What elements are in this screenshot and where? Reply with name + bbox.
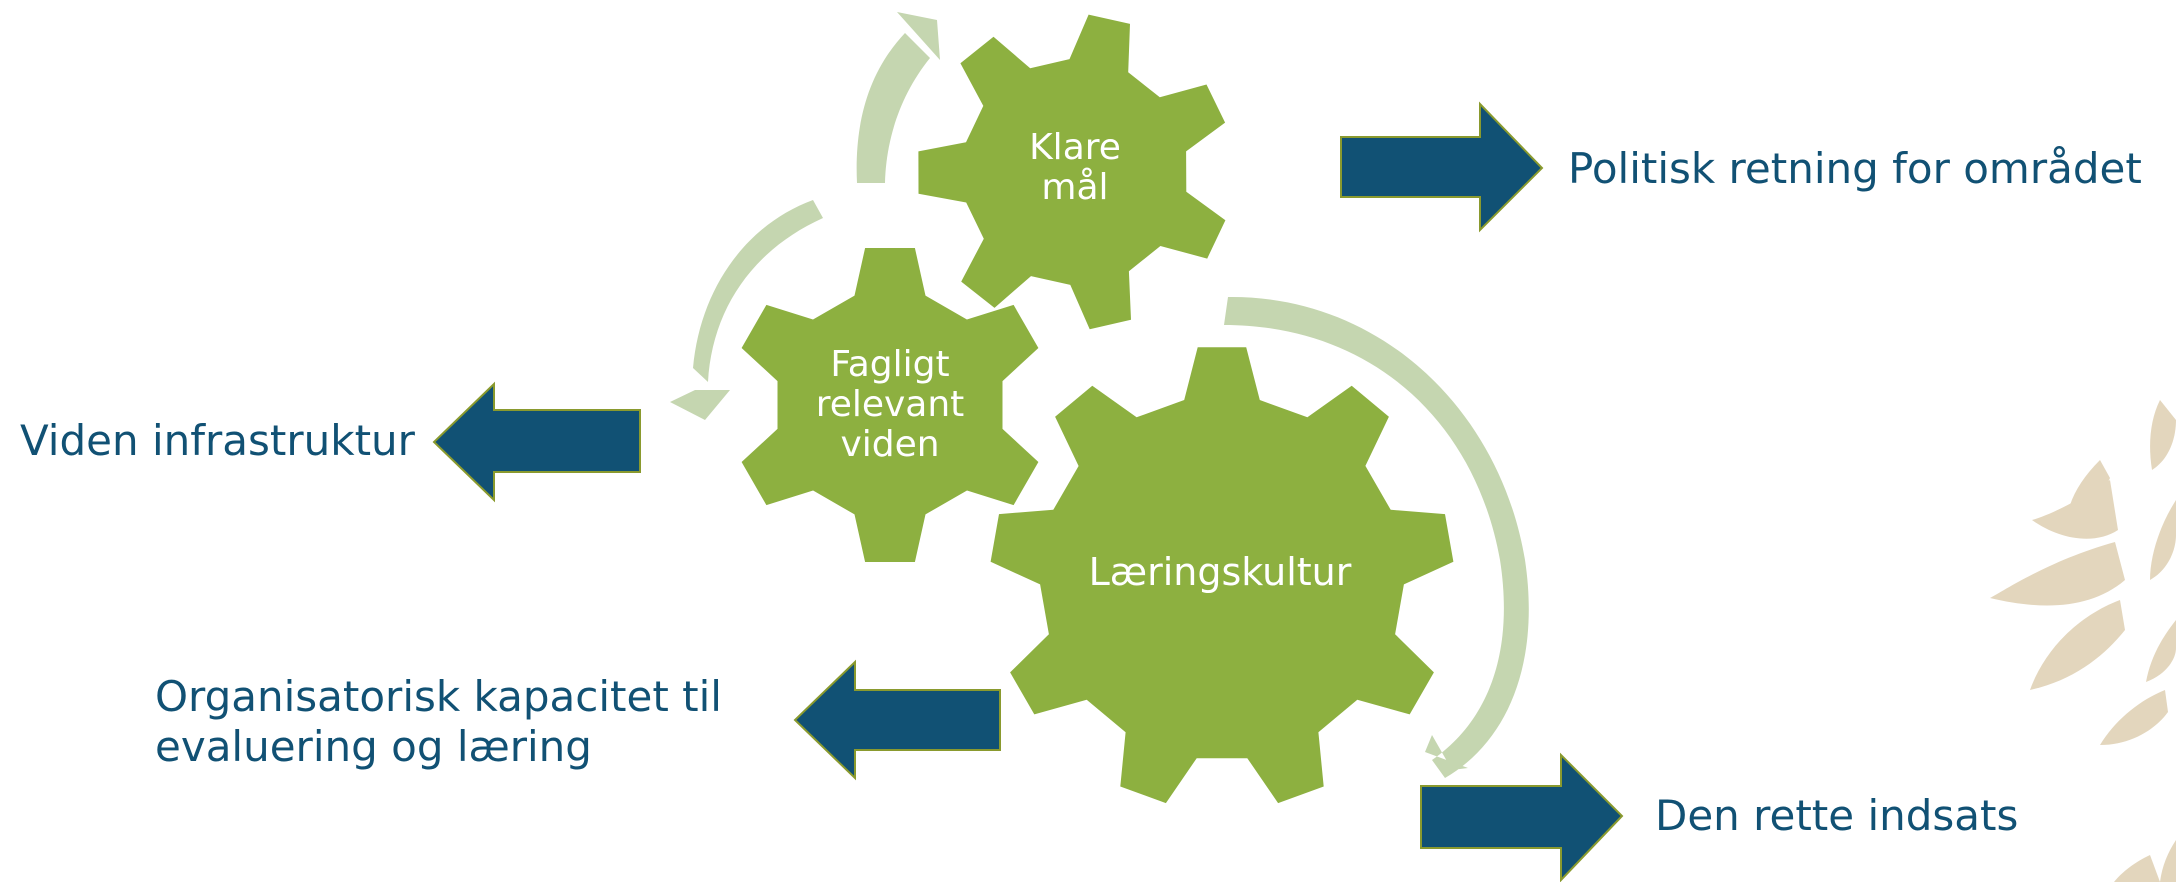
label-organisatorisk-kapacitet: Organisatorisk kapacitet til evaluering … — [155, 672, 722, 771]
cycle-arrow-top — [856, 12, 940, 183]
gear-label-fagligt-relevant-viden: Fagligt relevant viden — [815, 344, 965, 465]
outcome-arrows — [432, 101, 1624, 882]
leaf-decoration — [1990, 400, 2176, 882]
gear-label-klare-maal: Klare mål — [1029, 127, 1121, 208]
gear-label-laeringskultur: Læringskultur — [1088, 550, 1352, 594]
gears — [741, 14, 1454, 804]
arrow-left-viden — [432, 381, 641, 503]
gear-fagligt-relevant-viden — [741, 248, 1039, 562]
cycle-arrow-left — [670, 200, 823, 420]
cycle-arrows — [670, 12, 1529, 778]
label-viden-infrastruktur: Viden infrastruktur — [20, 416, 415, 465]
label-den-rette-indsats: Den rette indsats — [1655, 791, 2019, 840]
gear-klare-maal — [918, 14, 1226, 330]
label-politisk-retning: Politisk retning for området — [1568, 144, 2142, 193]
arrow-right-politisk — [1340, 101, 1544, 233]
arrow-left-organisatorisk — [793, 659, 1001, 781]
cycle-arrow-right — [1224, 296, 1529, 778]
arrow-right-indsats — [1420, 752, 1624, 882]
gear-laeringskultur — [990, 347, 1454, 804]
